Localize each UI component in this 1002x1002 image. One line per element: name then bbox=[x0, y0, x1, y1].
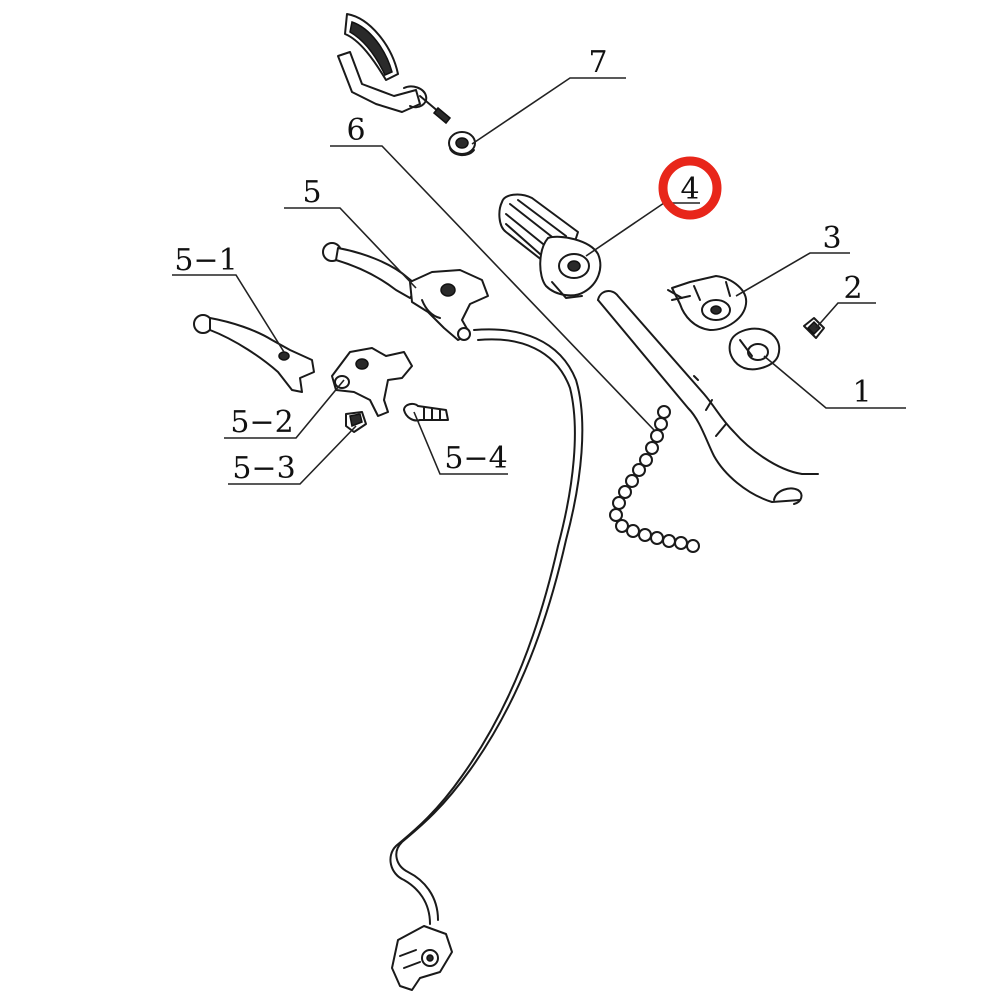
part-7-nut bbox=[448, 131, 476, 156]
part-3-switch-housing bbox=[667, 275, 748, 331]
callout-4-highlight[interactable]: 4 bbox=[658, 156, 722, 220]
lower-switch-block bbox=[391, 925, 453, 991]
callout-4[interactable]: 4 bbox=[680, 172, 699, 207]
part-7-mirror bbox=[337, 13, 452, 125]
handlebar bbox=[597, 290, 819, 505]
part-5-4-bolt bbox=[403, 402, 449, 422]
callout-6[interactable]: 6 bbox=[346, 113, 365, 148]
callout-5-3[interactable]: 5−3 bbox=[232, 451, 295, 486]
part-2-screw bbox=[803, 317, 825, 339]
callout-5-2[interactable]: 5−2 bbox=[230, 405, 293, 440]
highlight-ring bbox=[658, 156, 722, 220]
callout-1[interactable]: 1 bbox=[852, 375, 871, 410]
part-4-throttle-grip bbox=[498, 193, 602, 299]
part-5-2-master-cylinder bbox=[331, 347, 413, 417]
callout-labels: 7 6 5 3 2 1 5−1 5−2 5−3 5−4 bbox=[174, 45, 871, 486]
callout-3[interactable]: 3 bbox=[822, 221, 841, 256]
part-5-3-switch bbox=[345, 411, 367, 433]
callout-5-4[interactable]: 5−4 bbox=[444, 441, 507, 476]
part-5-1-lever bbox=[193, 314, 315, 393]
callout-5[interactable]: 5 bbox=[302, 175, 321, 210]
cable-line bbox=[389, 328, 584, 925]
callout-7[interactable]: 7 bbox=[588, 45, 607, 80]
callout-2[interactable]: 2 bbox=[843, 271, 862, 306]
callout-5-1[interactable]: 5−1 bbox=[174, 243, 237, 278]
part-5-lever-assembly bbox=[322, 242, 489, 341]
part-6-cable-chain bbox=[609, 405, 700, 553]
